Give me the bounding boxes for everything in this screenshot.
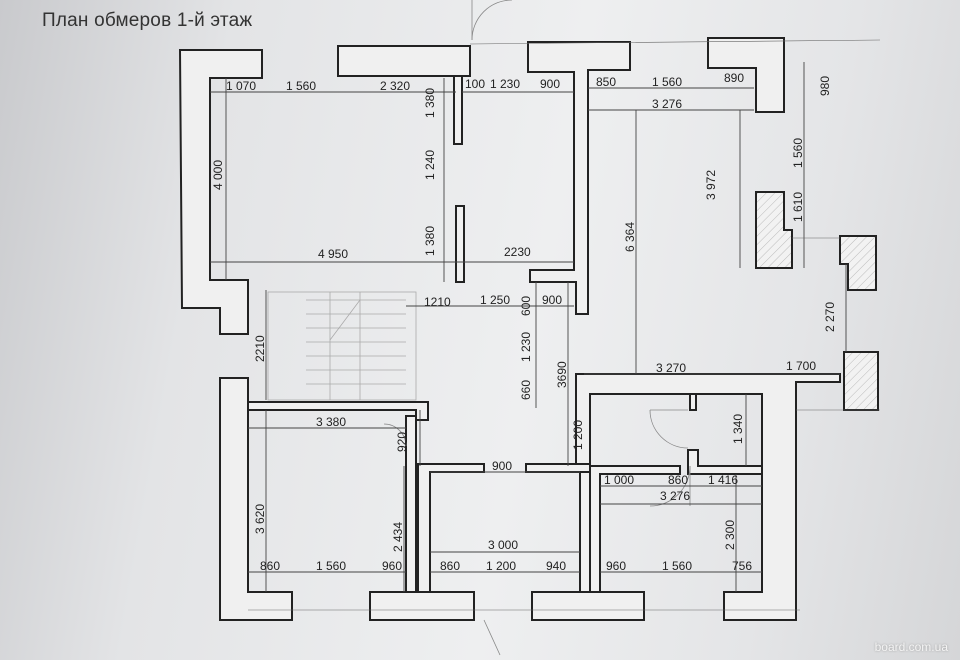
wall-right-bay-top	[839, 235, 877, 291]
dim-label: 3 000	[488, 538, 518, 552]
wall-top-left	[178, 49, 263, 335]
dim-label: 3 276	[660, 489, 690, 503]
dim-label: 1 250	[480, 293, 510, 307]
dim-label: 1 560	[662, 559, 692, 573]
page-title: План обмеров 1-й этаж	[42, 10, 253, 31]
dim-label: 960	[382, 559, 402, 573]
dim-label: 850	[596, 75, 616, 89]
wall-left-lower	[219, 377, 293, 621]
wall-right-bay-bottom	[843, 351, 879, 411]
dim-label: 900	[540, 77, 560, 91]
dim-label: 1 560	[791, 138, 805, 168]
dim-label: 960	[606, 559, 626, 573]
dim-label: 1210	[424, 295, 451, 309]
doors	[383, 0, 691, 656]
dim-label: 1 230	[490, 77, 520, 91]
dim-label: 860	[440, 559, 460, 573]
dim-label: 2 320	[380, 79, 410, 93]
dim-label: 1 380	[423, 88, 437, 118]
wall-right-room-top	[589, 465, 681, 593]
dim-label: 1 070	[226, 79, 256, 93]
dim-label: 1 200	[571, 420, 585, 450]
wall-bathroom	[689, 393, 697, 411]
dim-label: 860	[668, 473, 688, 487]
dim-label: 4 000	[211, 160, 225, 190]
dimension-labels: 1 070 1 560 2 320 100 1 230 900 850 1 56…	[211, 71, 837, 573]
dim-label: 4 950	[318, 247, 348, 261]
wall-mid-room-top-2	[525, 463, 591, 473]
dim-label: 2 434	[391, 522, 405, 552]
dim-label: 3 620	[253, 504, 267, 534]
wall-right-pier	[755, 191, 793, 269]
dim-label: 600	[519, 296, 533, 316]
wall-top-center	[527, 41, 631, 315]
staircase	[267, 291, 417, 401]
wall-bottom-1	[369, 591, 475, 621]
dim-label: 1 380	[423, 226, 437, 256]
dim-label: 1 340	[731, 414, 745, 444]
dim-label: 1 416	[708, 473, 738, 487]
walls	[178, 37, 879, 621]
wall-bottom-2	[531, 591, 645, 621]
watermark: board.com.ua	[874, 640, 948, 654]
dim-label: 900	[542, 293, 562, 307]
dim-label: 2 270	[823, 302, 837, 332]
dim-label: 1 200	[486, 559, 516, 573]
dim-label: 1 230	[519, 332, 533, 362]
dim-label: 1 610	[791, 192, 805, 222]
dim-label: 1 560	[286, 79, 316, 93]
dim-label: 756	[732, 559, 752, 573]
dim-label: 3 972	[704, 170, 718, 200]
dim-label: 980	[818, 76, 832, 96]
wall-partition-2	[455, 205, 465, 283]
dim-label: 1 240	[423, 150, 437, 180]
dim-label: 660	[519, 380, 533, 400]
wall-partition-1	[453, 75, 463, 145]
dim-label: 1 700	[786, 359, 816, 373]
dim-label: 3 276	[652, 97, 682, 111]
wall-top-mid	[337, 45, 471, 77]
dim-label: 1 560	[316, 559, 346, 573]
dim-label: 6 364	[623, 222, 637, 252]
dim-label: 2210	[253, 335, 267, 362]
dim-label: 860	[260, 559, 280, 573]
dim-label: 2230	[504, 245, 531, 259]
dim-label: 3 270	[656, 361, 686, 375]
dim-label: 890	[724, 71, 744, 85]
dim-label: 1 000	[604, 473, 634, 487]
dim-label: 900	[492, 459, 512, 473]
dim-label: 3690	[555, 361, 569, 388]
dimension-lines	[210, 39, 881, 611]
dim-label: 2 300	[723, 520, 737, 550]
wall-bathroom-2	[687, 449, 763, 475]
dim-label: 100	[465, 77, 485, 91]
wall-mid-horizontal	[575, 373, 841, 621]
wall-top-right	[707, 37, 785, 113]
dim-label: 940	[546, 559, 566, 573]
dim-label: 3 380	[316, 415, 346, 429]
dim-label: 920	[395, 432, 409, 452]
dim-label: 1 560	[652, 75, 682, 89]
